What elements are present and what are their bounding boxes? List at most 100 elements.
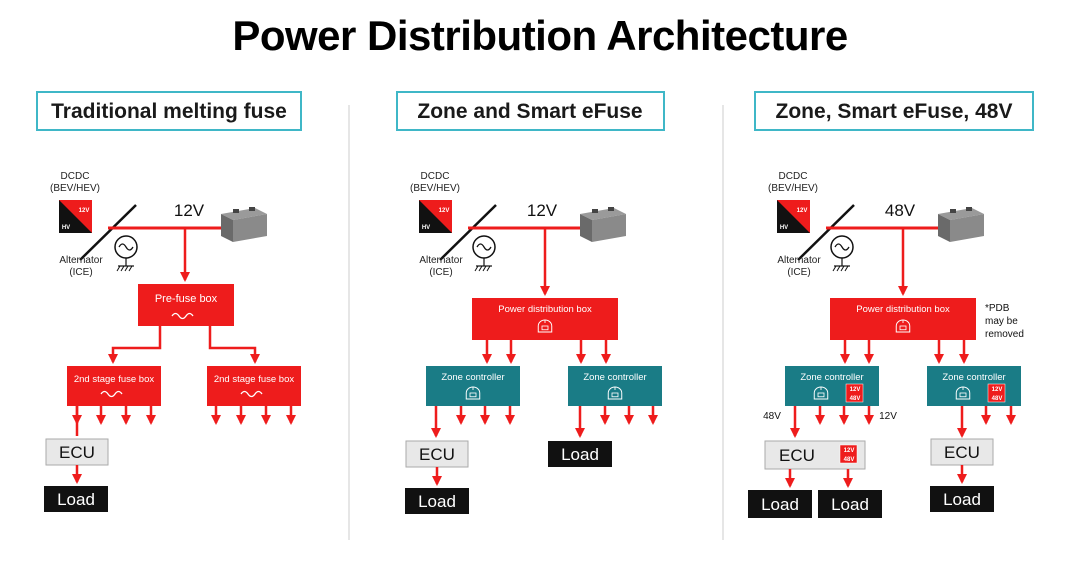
panel-header-box: [754, 91, 1034, 131]
output-arrows: [482, 340, 611, 364]
bus-voltage: 12V: [527, 201, 558, 220]
alternator-label: Alternator: [777, 255, 821, 266]
alternator-sublabel: (ICE): [429, 267, 452, 278]
panel-header: Traditional melting fuse: [51, 100, 287, 123]
panel-traditional: Traditional melting fuse DCDC (BEV/HEV) …: [36, 91, 302, 512]
alternator-sublabel: (ICE): [69, 267, 92, 278]
load-box: [930, 486, 994, 512]
power-distribution-box: [830, 298, 976, 340]
mini-dcdc-badge: 12V 48V: [987, 383, 1006, 403]
fuse-icon: [240, 390, 263, 398]
alternator-icon: [114, 235, 138, 272]
arrow: [208, 326, 260, 364]
svg-text:48V: 48V: [992, 396, 1003, 402]
load-box: [818, 490, 882, 518]
dcdc-label: DCDC: [779, 171, 808, 182]
dcdc-sublabel: (BEV/HEV): [768, 183, 818, 194]
zone-controller-box: [785, 366, 879, 406]
svg-text:12V: 12V: [850, 387, 861, 393]
battery-icon: [938, 207, 984, 242]
pdb-note-line-2: may be: [985, 316, 1018, 327]
pre-fuse-box: [138, 284, 234, 326]
ecu-label: ECU: [419, 445, 455, 464]
ecu-box: [930, 438, 994, 466]
bus-voltage: 48V: [885, 201, 916, 220]
power-distribution-box: [472, 298, 618, 340]
panel-header: Zone and Smart eFuse: [417, 100, 642, 123]
alternator-sublabel: (ICE): [787, 267, 810, 278]
battery-icon: [580, 207, 626, 242]
svg-text:12V: 12V: [797, 208, 808, 214]
arrow: [108, 326, 162, 364]
panel-header: Zone, Smart eFuse, 48V: [776, 100, 1013, 123]
second-stage-fuse-box: [67, 366, 161, 406]
mini-dcdc-badge: 12V 48V: [845, 383, 864, 403]
switch-line: [439, 204, 497, 261]
load-label: Load: [561, 445, 599, 464]
fuse-icon: [171, 312, 194, 320]
zone-controller-label: Zone controller: [583, 372, 646, 383]
svg-text:48V: 48V: [844, 457, 855, 463]
dcdc-label: DCDC: [421, 171, 450, 182]
svg-text:12V: 12V: [992, 387, 1003, 393]
output-arrows: [790, 406, 1016, 438]
dcdc-badge: 12V HV: [777, 200, 810, 233]
zone-controller-label: Zone controller: [441, 372, 504, 383]
dcdc-label: DCDC: [61, 171, 90, 182]
ecu-box: [405, 440, 469, 468]
load-box: [548, 441, 612, 467]
svg-text:HV: HV: [422, 225, 430, 231]
mini-dcdc-badge: 12V 48V: [839, 444, 858, 464]
battery-icon: [221, 207, 267, 242]
label-12v: 12V: [879, 411, 897, 422]
svg-text:12V: 12V: [439, 208, 450, 214]
panel-header-box: [396, 91, 665, 131]
dcdc-sublabel: (BEV/HEV): [410, 183, 460, 194]
alternator-icon: [472, 235, 496, 272]
svg-text:HV: HV: [780, 225, 788, 231]
load-label: Load: [57, 490, 95, 509]
second-stage-fuse-box-label: 2nd stage fuse box: [74, 374, 155, 385]
panel-zone-efuse: Zone and Smart eFuse DCDC (BEV/HEV) 12V …: [396, 91, 665, 514]
output-arrows: [840, 340, 969, 364]
page-title: Power Distribution Architecture: [232, 12, 848, 59]
switch-line: [79, 204, 137, 261]
zone-controller-label: Zone controller: [942, 372, 1005, 383]
load-label: Load: [831, 495, 869, 514]
ecu-label: ECU: [59, 443, 95, 462]
switch-line: [797, 204, 855, 261]
pdb-note-line-3: removed: [985, 329, 1024, 340]
svg-text:HV: HV: [62, 225, 70, 231]
alternator-icon: [830, 235, 854, 272]
output-arrows: [431, 406, 658, 438]
zone-controller-label: Zone controller: [800, 372, 863, 383]
svg-text:48V: 48V: [850, 396, 861, 402]
output-arrows: [72, 406, 296, 425]
power-distribution-box-label: Power distribution box: [498, 304, 592, 315]
dcdc-badge: 12V HV: [59, 200, 92, 233]
power-distribution-box-label: Power distribution box: [856, 304, 950, 315]
alternator-label: Alternator: [59, 255, 103, 266]
pdb-note-line-1: *PDB: [985, 303, 1010, 314]
load-box: [405, 488, 469, 514]
second-stage-fuse-box: [207, 366, 301, 406]
pre-fuse-box-label: Pre-fuse box: [155, 293, 218, 305]
load-label: Load: [761, 495, 799, 514]
label-48v: 48V: [763, 411, 781, 422]
panel-zone-efuse-48v: Zone, Smart eFuse, 48V DCDC (BEV/HEV) 12…: [748, 91, 1034, 518]
dcdc-badge: 12V HV: [419, 200, 452, 233]
ecu-label: ECU: [944, 443, 980, 462]
svg-text:12V: 12V: [844, 448, 855, 454]
load-box: [748, 490, 812, 518]
load-label: Load: [418, 492, 456, 511]
fuse-icon: [100, 390, 123, 398]
load-label: Load: [943, 490, 981, 509]
panel-header-box: [36, 91, 302, 131]
svg-text:12V: 12V: [79, 208, 90, 214]
zone-controller-box: [927, 366, 1021, 406]
bus-voltage: 12V: [174, 201, 205, 220]
alternator-label: Alternator: [419, 255, 463, 266]
dcdc-sublabel: (BEV/HEV): [50, 183, 100, 194]
second-stage-fuse-box-label: 2nd stage fuse box: [214, 374, 295, 385]
